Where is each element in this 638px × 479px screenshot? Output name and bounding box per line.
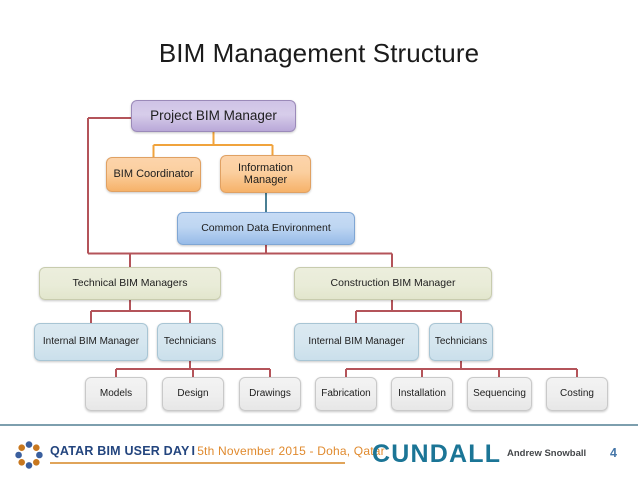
node-tech-technicians[interactable]: Technicians <box>157 323 223 361</box>
page-number: 4 <box>610 446 617 460</box>
node-label: Project BIM Manager <box>150 108 277 124</box>
presenter-name: Andrew Snowball <box>507 448 587 459</box>
node-label: Internal BIM Manager <box>42 336 140 348</box>
node-label: Design <box>177 388 209 400</box>
node-label: Technicians <box>434 336 488 348</box>
node-label: Information Manager <box>237 161 294 186</box>
event-underline <box>50 462 345 464</box>
node-common-data-environment[interactable]: Common Data Environment <box>177 212 355 245</box>
node-construction-bim-manager[interactable]: Construction BIM Manager <box>294 267 492 300</box>
event-details: 5th November 2015 - Doha, Qatar <box>197 444 385 458</box>
node-design[interactable]: Design <box>162 377 224 411</box>
node-fabrication[interactable]: Fabrication <box>315 377 377 411</box>
node-technical-bim-managers[interactable]: Technical BIM Managers <box>39 267 221 300</box>
node-constr-technicians[interactable]: Technicians <box>429 323 493 361</box>
event-name: QATAR BIM USER DAY <box>50 444 190 458</box>
node-label: Drawings <box>249 388 291 400</box>
node-tech-internal-bim-manager[interactable]: Internal BIM Manager <box>34 323 148 361</box>
node-drawings[interactable]: Drawings <box>239 377 301 411</box>
node-installation[interactable]: Installation <box>391 377 453 411</box>
node-label: Fabrication <box>321 388 371 400</box>
node-models[interactable]: Models <box>85 377 147 411</box>
node-constr-internal-bim-manager[interactable]: Internal BIM Manager <box>294 323 419 361</box>
node-project-bim-manager[interactable]: Project BIM Manager <box>131 100 296 132</box>
node-label: Internal BIM Manager <box>308 336 405 348</box>
event-separator: I <box>191 444 196 458</box>
node-label: BIM Coordinator <box>113 168 194 181</box>
edge-group-orange <box>152 132 274 157</box>
node-label: Sequencing <box>473 388 526 400</box>
node-label: Models <box>99 388 133 400</box>
page-title: BIM Management Structure <box>158 38 480 68</box>
node-label: Technical BIM Managers <box>72 276 188 289</box>
footer-divider <box>0 424 638 426</box>
node-label: Installation <box>398 388 446 400</box>
node-label: Costing <box>560 388 594 400</box>
cundall-logo: CUNDALL <box>372 440 502 468</box>
node-information-manager[interactable]: Information Manager <box>220 155 311 193</box>
node-bim-coordinator[interactable]: BIM Coordinator <box>106 157 201 192</box>
node-label: Common Data Environment <box>201 221 331 234</box>
qatar-bim-user-day-logo-icon <box>15 441 43 469</box>
node-sequencing[interactable]: Sequencing <box>467 377 532 411</box>
node-costing[interactable]: Costing <box>546 377 608 411</box>
node-label: Technicians <box>163 336 217 348</box>
node-label: Construction BIM Manager <box>330 276 456 289</box>
